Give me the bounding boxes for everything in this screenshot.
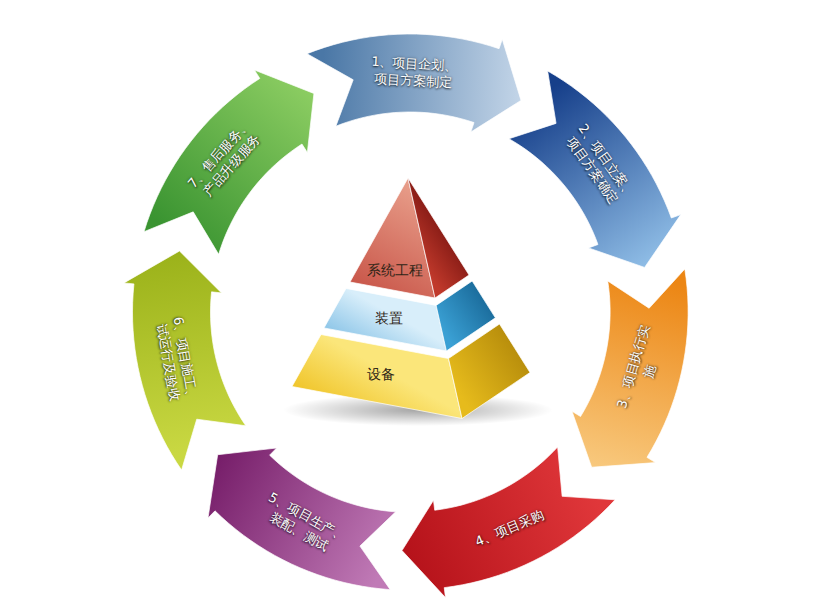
label-holder: 1、项目企划、 项目方案制定 — [367, 54, 461, 93]
pyramid-side-face — [449, 324, 531, 419]
cycle-arrow-shape — [402, 447, 615, 598]
pyramid-outline — [348, 176, 471, 300]
cycle-arrow: 5、项目生产、 装配、测试 — [206, 446, 398, 592]
pyramid-outline — [290, 322, 532, 421]
cycle-arrow: 2、项目立案、 项目方案确定 — [507, 69, 683, 269]
pyramid-layer: 系统工程 — [348, 176, 471, 300]
layer-label: 系统工程 — [367, 261, 423, 279]
step-label: 1、项目企划、 项目方案制定 — [367, 54, 461, 93]
pyramid-layer: 设备 — [290, 322, 532, 421]
cycle-arrow-shape — [572, 269, 688, 467]
cycle-arrow: 4、项目采购 — [400, 445, 617, 600]
pyramid-side-face — [408, 178, 469, 298]
layer-label: 设备 — [367, 365, 395, 383]
cycle-arrow: 7、售后服务、 产品升级服务 — [142, 68, 316, 256]
cycle-arrow: 3、项目执行实施 — [570, 267, 690, 469]
cycle-arrow-shape — [208, 448, 396, 590]
cycle-arrow: 1、项目企划、 项目方案制定 — [305, 32, 523, 134]
label-holder: 设备 — [367, 365, 395, 383]
label-holder: 系统工程 — [367, 261, 423, 279]
cycle-arrow-shape — [509, 71, 681, 267]
cycle-arrow: 6、项目施工、 试运行及验收 — [122, 249, 248, 472]
pyramid-front-face — [292, 334, 462, 418]
cycle-arrow-shape — [144, 70, 314, 254]
cycle-arrow-shape — [124, 251, 246, 470]
layer-label: 装置 — [375, 309, 403, 327]
cycle-arrow-shape — [307, 34, 521, 132]
label-holder: 装置 — [375, 309, 403, 327]
